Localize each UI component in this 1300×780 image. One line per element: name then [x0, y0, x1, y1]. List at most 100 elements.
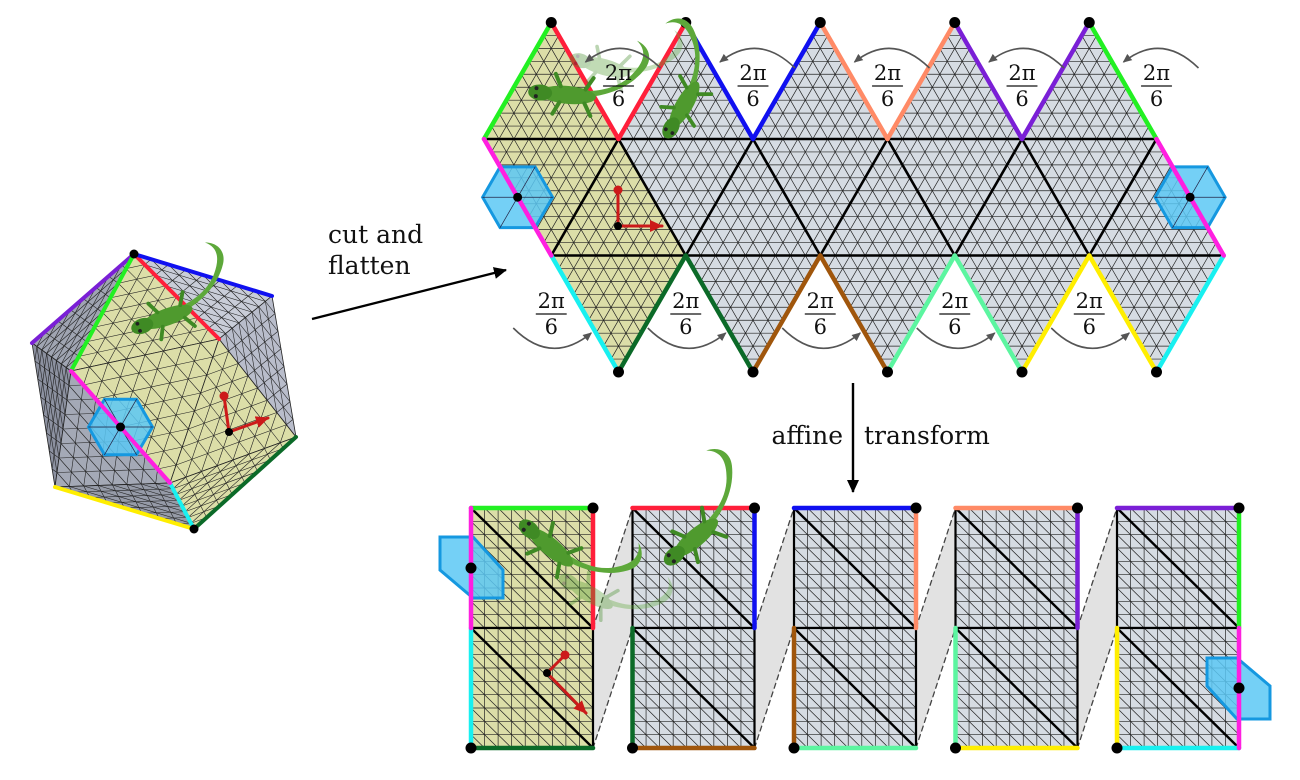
- mesh-diagonal: [834, 627, 917, 709]
- transform-label: transform: [864, 421, 990, 450]
- lizard-leg: [566, 546, 584, 555]
- mesh-diagonal: [1009, 507, 1078, 576]
- mesh-diagonal: [470, 640, 580, 749]
- connector-dashed-line: [1076, 627, 1118, 749]
- mesh-line: [200, 328, 209, 344]
- mesh-line: [185, 476, 208, 518]
- mesh-diagonal: [793, 680, 863, 749]
- mesh-line: [804, 242, 814, 256]
- mesh-diagonal: [1116, 560, 1186, 629]
- mesh-diagonal: [551, 627, 594, 669]
- mesh-line: [827, 86, 858, 140]
- face-fill: [484, 22, 619, 139]
- mesh-diagonal: [955, 694, 1011, 749]
- mesh-line: [83, 485, 189, 518]
- mesh-line: [46, 309, 71, 354]
- mesh-line: [625, 138, 634, 153]
- mesh-diagonal: [1036, 507, 1078, 549]
- lizard-leg: [583, 76, 596, 92]
- rotation-arrow-bottom: [1050, 327, 1131, 350]
- angle-label-denominator: 6: [948, 315, 961, 339]
- mesh-line: [69, 486, 192, 524]
- mesh-line: [1111, 255, 1135, 295]
- mesh-diagonal: [713, 507, 755, 549]
- face-fill: [618, 22, 753, 139]
- mesh-diagonal: [982, 627, 1078, 722]
- edge-purple: [30, 252, 136, 345]
- lizard-body: [142, 304, 193, 330]
- lizard-head: [131, 317, 154, 335]
- mesh-diagonal: [1143, 507, 1240, 602]
- mesh-line: [902, 138, 963, 243]
- mesh-line: [65, 264, 122, 368]
- mesh-line: [834, 151, 896, 256]
- face-fill: [170, 339, 296, 483]
- mesh-line: [633, 35, 694, 140]
- mesh-line: [976, 216, 1000, 256]
- mesh-diagonal: [1170, 507, 1240, 576]
- lizard-leg: [568, 595, 583, 606]
- lizard-leg: [696, 92, 714, 97]
- mesh-diagonal: [793, 694, 849, 749]
- rotation-arrow-bottom: [781, 327, 862, 350]
- mesh-line: [931, 138, 978, 218]
- angle-label-denominator: 6: [881, 87, 894, 111]
- mesh-line: [588, 112, 604, 140]
- mesh-line: [655, 229, 672, 256]
- mesh-diagonal: [1184, 507, 1240, 562]
- mesh-line: [909, 216, 933, 256]
- mesh-line: [36, 346, 58, 473]
- mesh-line: [573, 138, 597, 179]
- mesh-line: [857, 112, 873, 140]
- mesh-line: [775, 138, 799, 179]
- mesh-line: [1103, 255, 1165, 360]
- mesh-line: [157, 464, 177, 470]
- mesh-line: [790, 73, 829, 140]
- annotations: cut and flatten affine transform: [311, 220, 990, 493]
- mesh-line: [264, 448, 271, 461]
- icosahedron-face: [169, 436, 297, 530]
- mesh-diagonal: [955, 600, 983, 629]
- mesh-line: [60, 443, 99, 486]
- vertex-dot: [882, 366, 893, 378]
- mesh-line: [83, 356, 214, 386]
- vertex-dot: [189, 524, 199, 534]
- tangent-frame-chart: [543, 650, 588, 715]
- mesh-line: [1126, 255, 1165, 321]
- mesh-line: [65, 367, 70, 386]
- mesh-line: [232, 459, 246, 484]
- mesh-diagonal: [793, 587, 836, 629]
- mesh-diagonal: [632, 520, 742, 629]
- vertex-dot: [747, 366, 759, 378]
- mesh-line: [573, 216, 597, 256]
- mesh-diagonal: [699, 507, 755, 562]
- mesh-diagonal: [659, 507, 755, 602]
- rotation-arrow-bottom: [512, 327, 593, 350]
- angle-label-denominator: 6: [612, 87, 625, 111]
- mesh-diagonal: [645, 627, 755, 736]
- angle-label-denominator: 6: [1083, 315, 1096, 339]
- mesh-diagonal: [632, 547, 715, 629]
- mesh-line: [144, 264, 266, 302]
- mesh-diagonal: [497, 507, 594, 602]
- mesh-line: [745, 255, 784, 321]
- mesh-line: [140, 483, 177, 495]
- angle-label-numerator: 2π: [1008, 61, 1035, 85]
- mesh-line: [535, 138, 589, 230]
- frame-axis-dot: [222, 394, 231, 434]
- affine-label: affine: [771, 421, 843, 450]
- tangent-frame-icosahedron: [219, 391, 270, 436]
- mesh-diagonal: [470, 694, 526, 749]
- mesh-line: [588, 138, 604, 166]
- mesh-diagonal: [470, 614, 485, 629]
- mesh-diagonal: [713, 627, 755, 669]
- mesh-line: [946, 73, 985, 140]
- vertex-dot: [788, 742, 800, 754]
- mesh-line: [201, 471, 220, 507]
- mesh-line: [662, 138, 709, 218]
- mesh-line: [245, 317, 258, 389]
- lizard-leg: [178, 290, 185, 308]
- mesh-line: [225, 333, 294, 420]
- net-cut-edge: [750, 20, 823, 142]
- mesh-diagonal: [955, 707, 997, 749]
